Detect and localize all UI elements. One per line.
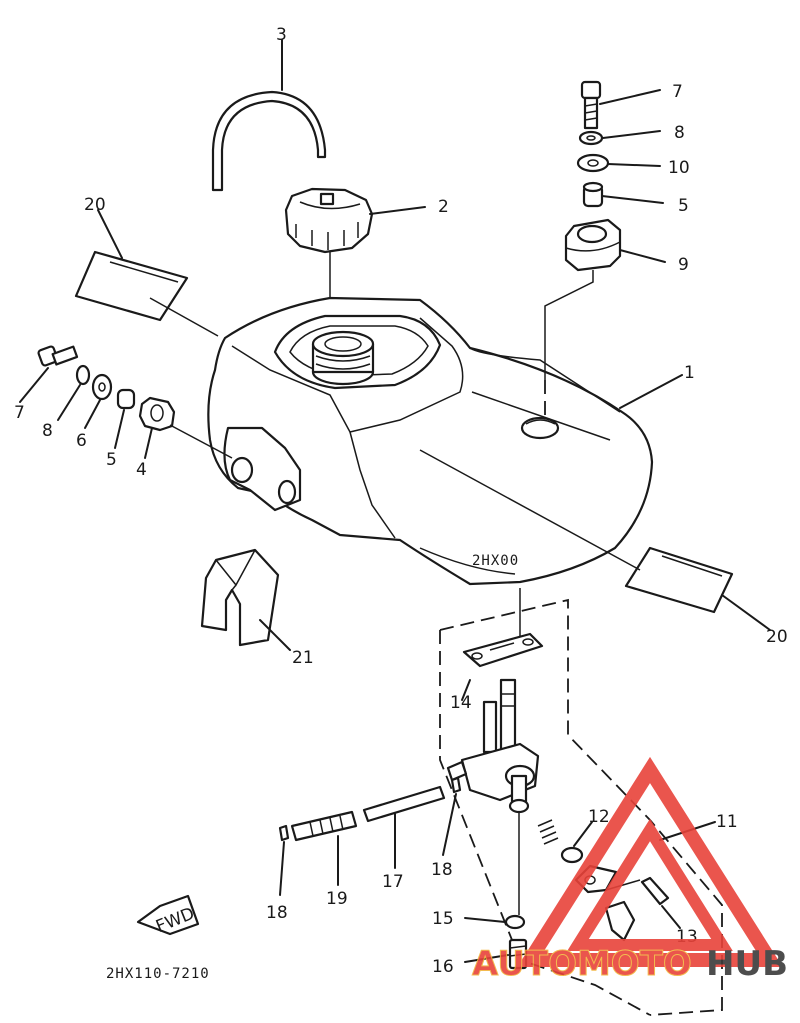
- leader-line-14: [461, 679, 471, 701]
- leader-line-1: [619, 374, 683, 409]
- callout-20-left: 20: [84, 195, 106, 215]
- drawing-code: 2HX110-7210: [106, 966, 210, 982]
- callout-12: 12: [588, 807, 610, 827]
- left-mount-link: [169, 424, 233, 459]
- label-sticker-part-20-right: [624, 546, 734, 614]
- hose-clip-part-21: [200, 548, 280, 647]
- callout-1: 1: [684, 363, 695, 383]
- callout-labels: 3 2 20 1 7 8 10 5 9 7 8 6 5 4 21 20 14 1…: [14, 25, 788, 977]
- watermark-inner-triangle-icon: [567, 818, 733, 951]
- fwd-arrow-icon: FWD: [136, 894, 200, 937]
- leader-line-20-left: [97, 209, 123, 259]
- fuel-tank-part-1: 2HX00: [207, 296, 654, 586]
- callout-5-right: 5: [678, 196, 689, 216]
- callout-7-left: 7: [14, 403, 25, 423]
- damper-part-9: [564, 218, 622, 272]
- callout-3: 3: [276, 25, 287, 45]
- breather-hose-part-3: [211, 90, 327, 192]
- leader-line-18-right: [442, 793, 457, 856]
- spring-part: [537, 819, 559, 845]
- leader-line-6: [84, 399, 101, 429]
- callout-8-right: 8: [674, 123, 685, 143]
- callout-8-left: 8: [42, 421, 53, 441]
- damper-part-4: [138, 396, 176, 432]
- callout-11: 11: [716, 812, 738, 832]
- sticker-right-link: [419, 449, 641, 571]
- leader-line-4: [144, 427, 153, 459]
- callout-14: 14: [450, 693, 472, 713]
- leader-line-16: [464, 954, 509, 963]
- callout-4: 4: [136, 460, 147, 480]
- washer-part-15: [504, 914, 526, 930]
- plain-washer-part-10: [576, 153, 610, 173]
- leader-line-18-left: [279, 841, 285, 896]
- callout-21: 21: [292, 648, 314, 668]
- leader-line-7-right: [599, 89, 661, 105]
- lock-washer-part-8-right: [578, 130, 604, 146]
- fuel-filter-part-19: [290, 810, 358, 842]
- leader-line-20-right: [721, 594, 771, 631]
- gasket-part-14: [462, 632, 544, 668]
- watermark-text-main: AUTOMOTO: [472, 944, 692, 984]
- callout-7-right: 7: [672, 82, 683, 102]
- leader-line-2: [369, 206, 426, 215]
- watermark-triangle-icon: [517, 756, 783, 967]
- callout-15: 15: [432, 909, 454, 929]
- leader-line-7-left: [19, 367, 49, 403]
- damper-mount-line: [544, 270, 594, 380]
- callout-18-right: 18: [431, 860, 453, 880]
- hose-clip-part-18-left: [278, 824, 290, 842]
- plain-washer-part-6: [91, 373, 113, 401]
- fuel-cap-part-2: [284, 187, 374, 254]
- collar-part-5-left: [116, 388, 136, 410]
- o-ring-part-12: [560, 846, 584, 864]
- callout-10: 10: [668, 158, 690, 178]
- leader-line-5-left: [114, 409, 125, 449]
- collar-part-5-right: [582, 181, 604, 208]
- leader-line-8-right: [602, 130, 661, 139]
- callout-2: 2: [438, 197, 449, 217]
- watermark: AUTOMOTO HUB: [472, 756, 788, 985]
- fuel-cock-body: [446, 678, 540, 814]
- watermark-text-hub: HUB: [706, 944, 788, 984]
- callout-18-left: 18: [266, 903, 288, 923]
- bolt-part-7-right: [580, 80, 602, 130]
- lock-washer-part-8-left: [75, 364, 91, 386]
- callout-19: 19: [326, 889, 348, 909]
- leader-line-12: [573, 821, 593, 847]
- sticker-left-link: [149, 297, 219, 337]
- callout-20-right: 20: [766, 627, 788, 647]
- callout-9: 9: [678, 255, 689, 275]
- bolt-part-7-left: [37, 345, 79, 367]
- leader-line-15: [464, 917, 506, 923]
- fuel-hose-part-17: [362, 785, 446, 823]
- hose-clip-part-18-right: [450, 776, 462, 794]
- leader-line-10: [607, 163, 661, 167]
- svg-text:2HX00: 2HX00: [472, 553, 519, 569]
- leader-line-5-right: [601, 195, 664, 204]
- leader-line-21: [259, 619, 291, 651]
- leader-line-8-left: [57, 384, 81, 421]
- callout-16: 16: [432, 957, 454, 977]
- callout-6: 6: [76, 431, 87, 451]
- callout-17: 17: [382, 872, 404, 892]
- screw-part-13: [640, 876, 670, 906]
- leader-line-13: [661, 905, 681, 929]
- callout-5-left: 5: [106, 450, 117, 470]
- leader-line-9: [619, 249, 666, 263]
